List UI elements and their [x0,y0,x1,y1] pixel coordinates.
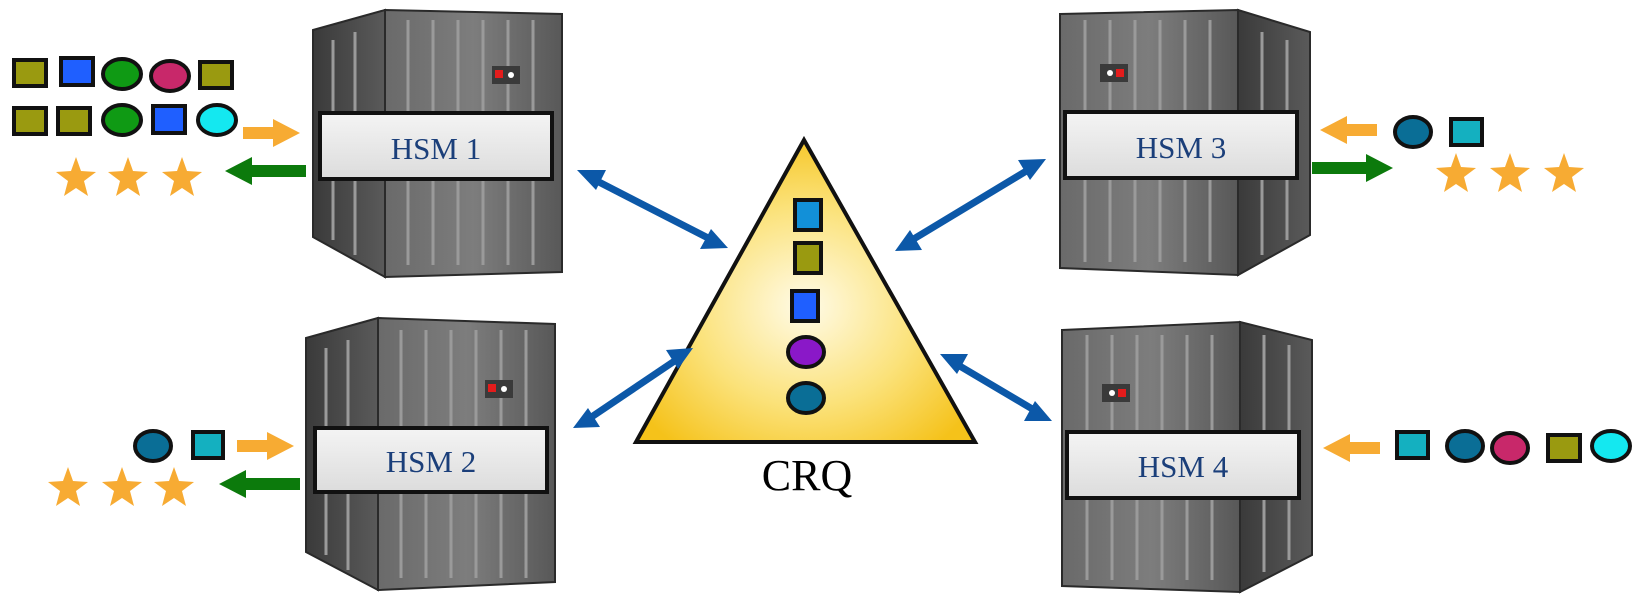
hsm-2-input-arrow [237,432,294,460]
hsm-3-server: HSM 3 [1059,8,1311,277]
server-status-light [1102,384,1130,402]
hsm-2-outputs [48,467,194,506]
hsm-1-label-box [318,111,554,181]
star-icon [108,157,148,196]
item-circle [1445,429,1485,463]
hsm-2-label: HSM 2 [386,444,476,479]
hsm-1-outputs [56,157,202,196]
hsm-3-outputs [1436,153,1584,192]
item-square [198,60,234,90]
hsm-1-input-arrow [243,119,300,147]
hsm-3-label: HSM 3 [1136,130,1226,165]
hsm-1-server: HSM 1 [312,8,563,279]
hsm-4-server: HSM 4 [1061,320,1313,594]
connectors [573,159,1052,428]
item-circle [101,57,143,91]
queue-item-circle [786,335,826,369]
hsm-3-input-arrow [1320,116,1377,144]
item-circle [149,59,191,93]
star-icon [154,467,194,506]
hsm-4-inputs [1395,429,1632,465]
connector-hsm2-crq [573,348,693,428]
item-square [56,106,92,136]
item-circle [1590,429,1632,463]
server-status-light [1100,64,1128,82]
crq-label: CRQ [762,451,853,500]
item-circle [1393,115,1433,149]
hsm-2-server: HSM 2 [305,316,556,592]
item-square [59,56,95,87]
queue-item-square [790,289,820,323]
hsm-1-label: HSM 1 [391,131,481,166]
connector-hsm4-crq [940,354,1052,421]
star-icon [1436,153,1476,192]
hsm-4-label: HSM 4 [1138,449,1229,484]
item-square [12,58,48,88]
connector-hsm3-crq [895,159,1046,251]
item-square [1546,433,1582,463]
star-icon [1490,153,1530,192]
item-square [1449,117,1484,147]
star-icon [56,157,96,196]
hsm-2-output-arrow [219,470,300,498]
hsm-2-label-box [313,426,549,494]
item-circle [133,429,173,463]
star-icon [162,157,202,196]
hsm-4-input-arrow [1323,434,1380,462]
hsm-1-inputs [12,56,238,137]
item-square [151,104,187,135]
queue-item-square [793,241,823,275]
hsm-3-inputs [1393,115,1484,149]
item-circle [101,103,143,137]
star-icon [1544,153,1584,192]
hsm-4-label-box [1065,430,1301,500]
item-circle [196,103,238,137]
item-circle [1490,431,1530,465]
item-square [191,430,225,460]
star-icon [102,467,142,506]
star-icon [48,467,88,506]
queue-item-square [793,198,823,232]
queue-item-circle [786,381,826,415]
hsm-1-output-arrow [225,157,306,185]
item-square [1395,430,1430,460]
hsm-2-inputs [133,429,225,463]
crq-queue: CRQ [632,135,979,500]
item-square [12,106,48,136]
hsm-3-label-box [1063,110,1299,180]
hsm-3-output-arrow [1312,154,1393,182]
connector-hsm1-crq [577,170,728,249]
